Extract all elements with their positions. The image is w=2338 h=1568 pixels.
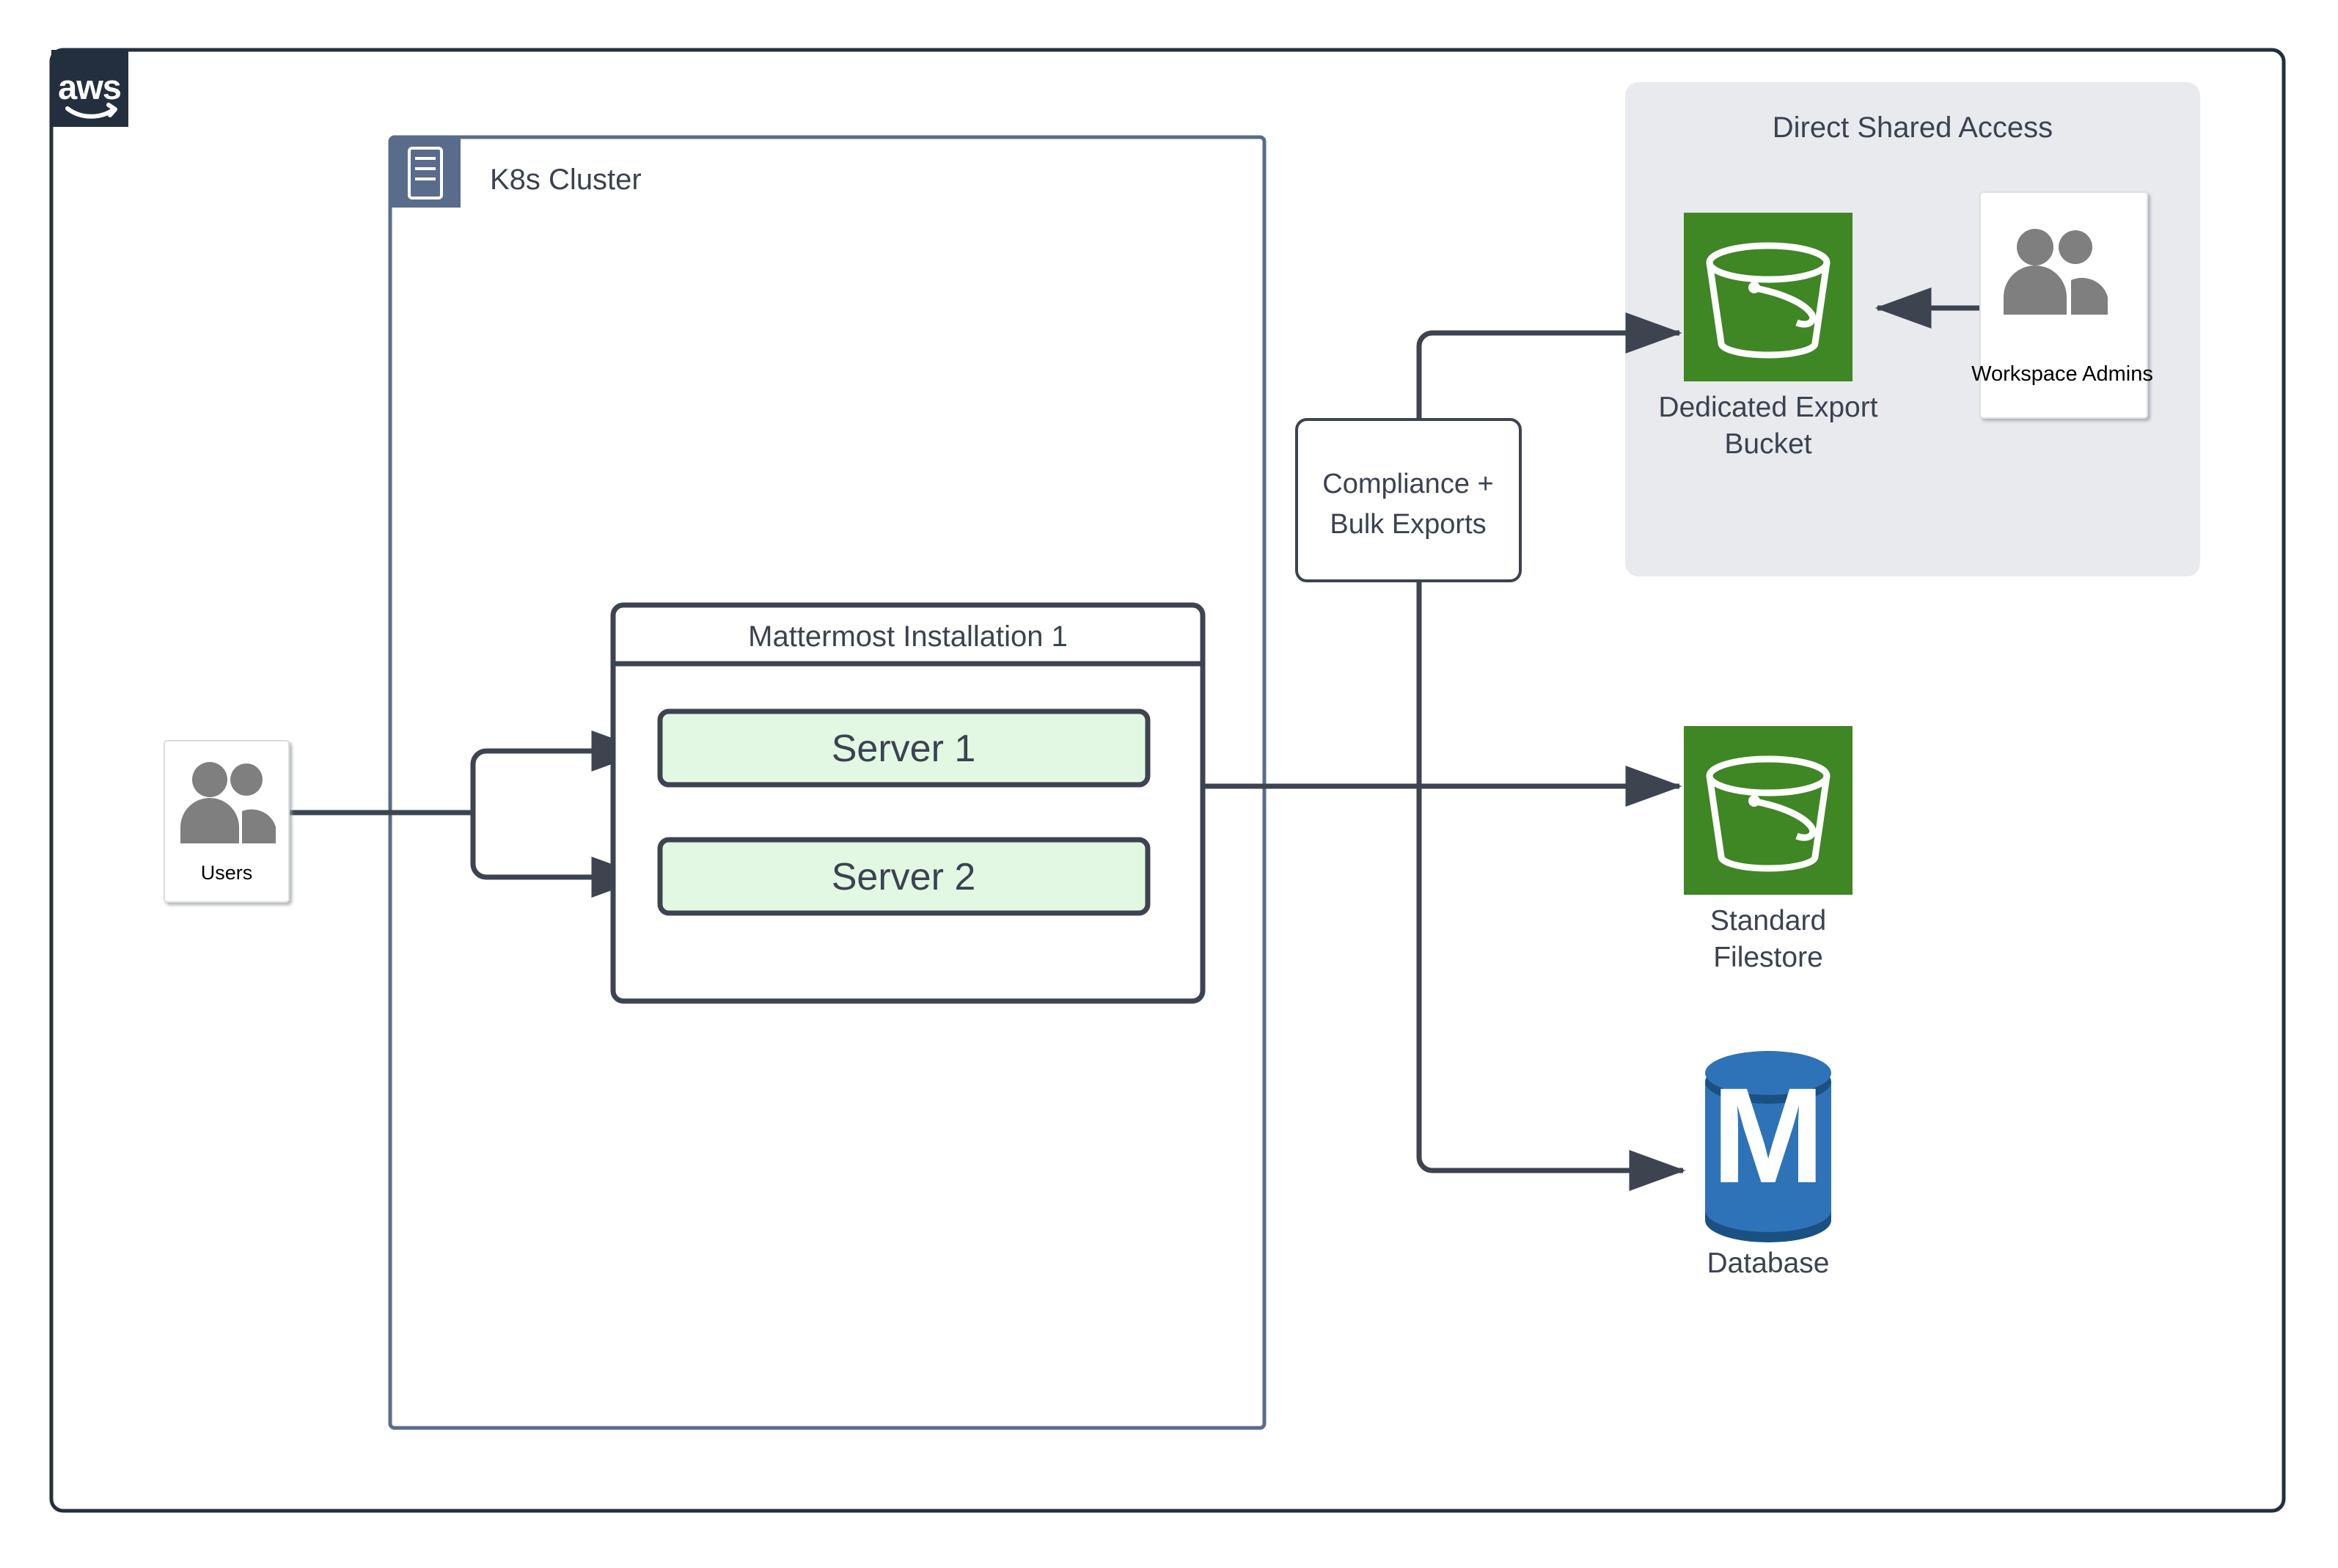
k8s-cluster-label: K8s Cluster [490, 164, 642, 196]
server-rack-icon [408, 147, 443, 199]
database-badge-letter: M [1712, 1060, 1825, 1212]
k8s-cluster-border [388, 135, 1267, 1430]
aws-boundary-border [49, 48, 2286, 1513]
standard-filestore-label-line2: Filestore [1713, 942, 1823, 973]
svg-text:aws: aws [58, 67, 121, 106]
aws-boundary: aws [49, 48, 2286, 1513]
users-group-icon [180, 762, 276, 843]
k8s-cluster-container: K8s Cluster [388, 135, 1267, 1430]
dedicated-export-bucket-node[interactable]: Dedicated Export Bucket [1658, 213, 1878, 460]
database-label: Database [1707, 1248, 1830, 1279]
users-node[interactable]: Users [164, 740, 290, 903]
workspace-admins-node[interactable]: Workspace Admins [1971, 191, 2153, 419]
users-group-icon [2004, 229, 2108, 315]
mattermost-installation-title: Mattermost Installation 1 [748, 620, 1068, 653]
mattermost-installation-node: Mattermost Installation 1 Server 1 Serve… [610, 602, 1206, 1004]
workspace-admins-label: Workspace Admins [1971, 362, 2153, 386]
compliance-label-line2: Bulk Exports [1330, 509, 1486, 540]
direct-shared-access-title: Direct Shared Access [1773, 111, 2053, 144]
connector-users-to-server2 [470, 813, 648, 898]
aws-logo-icon: aws [51, 50, 128, 127]
standard-filestore-node[interactable]: Standard Filestore [1684, 726, 1853, 973]
server-1-node[interactable]: Server 1 [657, 708, 1151, 788]
database-node[interactable]: M Database [1705, 1051, 1831, 1279]
server-2-label: Server 2 [832, 856, 976, 898]
server-2-node[interactable]: Server 2 [657, 837, 1151, 916]
server-2-box[interactable] [657, 837, 1151, 916]
standard-filestore-label-line1: Standard [1710, 905, 1826, 937]
server-1-label: Server 1 [832, 728, 976, 770]
connectors [290, 287, 1980, 1191]
compliance-box[interactable] [1295, 418, 1522, 582]
bucket-glyph [1706, 755, 1831, 872]
server-1-box[interactable] [657, 708, 1151, 788]
users-label: Users [201, 862, 253, 884]
compliance-label-line1: Compliance + [1322, 469, 1493, 499]
database-cylinder-icon[interactable]: M [1705, 1051, 1831, 1242]
dedicated-export-bucket-label-line2: Bucket [1724, 428, 1811, 460]
compliance-bulk-exports-node[interactable]: Compliance + Bulk Exports [1295, 418, 1522, 582]
connector-compliance-to-database [1416, 581, 1686, 1191]
connector-compliance-to-export-bucket [1416, 312, 1682, 420]
bucket-glyph [1706, 242, 1831, 359]
connector-users-to-server1 [470, 730, 648, 813]
dedicated-export-bucket-label-line1: Dedicated Export [1658, 392, 1877, 423]
